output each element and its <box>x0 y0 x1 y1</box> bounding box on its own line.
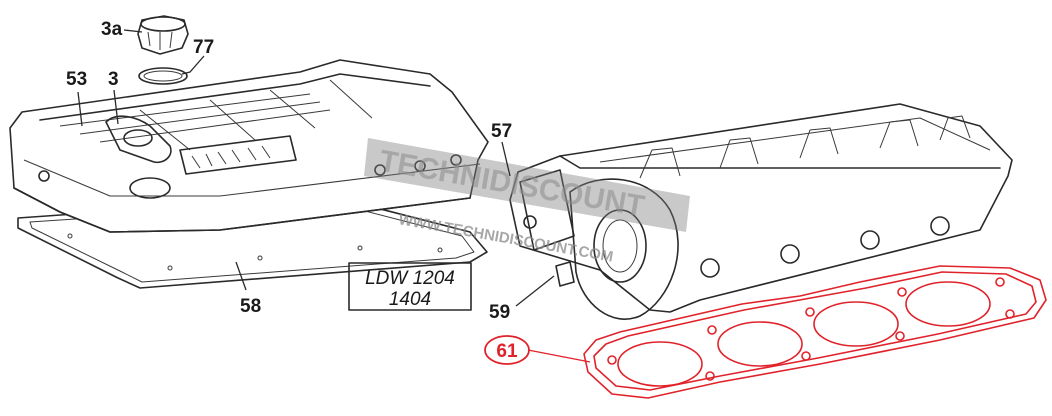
leader-lines <box>77 29 591 363</box>
callout-61-ring <box>484 335 530 365</box>
callout-77: 77 <box>193 37 214 58</box>
rocker-cover <box>9 59 489 233</box>
callout-59: 59 <box>489 302 510 323</box>
callout-58: 58 <box>240 296 261 317</box>
cylinder-head <box>509 103 1013 320</box>
model-line-2: 1404 <box>389 289 431 310</box>
cylinder-head-gasket <box>583 265 1047 399</box>
callout-53: 53 <box>66 69 87 90</box>
callout-labels: 3a 77 53 3 57 58 59 61 <box>66 19 530 365</box>
model-designation-box: LDW 1204 1404 <box>348 262 472 311</box>
oil-filler-cap <box>137 15 189 55</box>
o-ring-seal <box>138 67 188 85</box>
callout-3: 3 <box>108 69 119 90</box>
callout-57: 57 <box>491 121 512 142</box>
model-line-1: LDW 1204 <box>365 268 455 289</box>
callout-61: 61 <box>496 341 518 362</box>
callout-3a: 3a <box>101 19 123 40</box>
